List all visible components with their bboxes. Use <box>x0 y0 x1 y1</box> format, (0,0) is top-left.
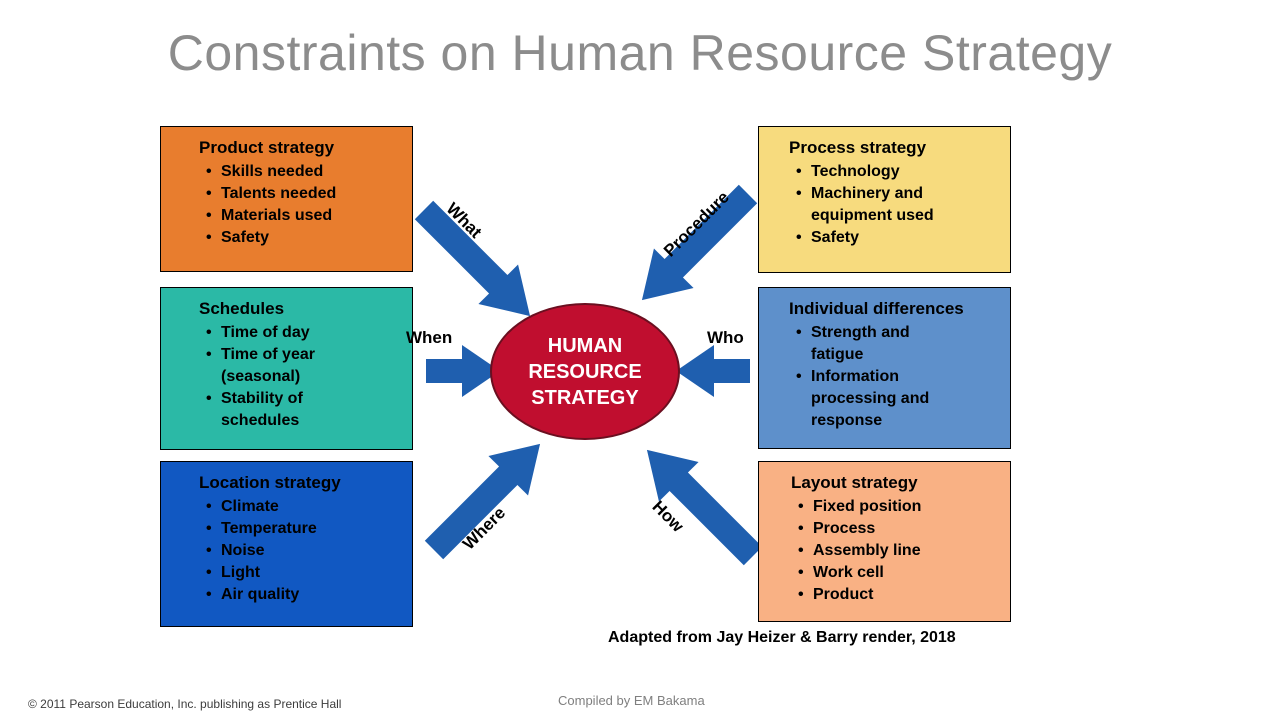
bullet-item: Safety <box>794 227 944 249</box>
bullet-item: Safety <box>204 227 404 249</box>
bullet-list: Climate Temperature Noise Light Air qual… <box>199 496 404 606</box>
footer-copyright: © 2011 Pearson Education, Inc. publishin… <box>28 697 342 711</box>
arrow-label-when: When <box>406 328 453 347</box>
bullet-list: Time of day Time of year (seasonal) Stab… <box>199 322 404 432</box>
bullet-item: Information processing and response <box>794 366 932 432</box>
box-location-strategy: Location strategy Climate Temperature No… <box>160 461 413 627</box>
arrow-label-what: What <box>442 199 486 242</box>
arrow-how-icon <box>646 449 763 566</box>
center-ellipse: HUMAN RESOURCE STRATEGY <box>490 303 680 440</box>
box-title: Process strategy <box>789 138 927 157</box>
box-title: Location strategy <box>199 473 341 492</box>
bullet-list: Fixed position Process Assembly line Wor… <box>791 496 1002 606</box>
center-line: RESOURCE <box>528 360 642 383</box>
box-layout-strategy: Layout strategy Fixed position Process A… <box>758 461 1011 622</box>
bullet-item: Skills needed <box>204 161 404 183</box>
bullet-list: Skills needed Talents needed Materials u… <box>199 161 404 249</box>
box-title: Layout strategy <box>791 473 918 492</box>
bullet-item: Light <box>204 562 404 584</box>
arrow-label-where: Where <box>459 503 510 554</box>
center-line: STRATEGY <box>531 386 639 409</box>
bullet-item: Climate <box>204 496 404 518</box>
slide-title: Constraints on Human Resource Strategy <box>167 25 1113 81</box>
arrow-label-procedure: Procedure <box>660 187 733 261</box>
bullet-list: Strength and fatigue Information process… <box>789 322 1002 432</box>
center-title: HUMAN RESOURCE STRATEGY <box>528 333 641 411</box>
box-title: Individual differences <box>789 299 964 318</box>
bullet-item: Time of year (seasonal) <box>204 344 356 388</box>
bullet-list: Technology Machinery and equipment used … <box>789 161 1002 249</box>
center-line: HUMAN <box>547 334 623 357</box>
box-process-strategy: Process strategy Technology Machinery an… <box>758 126 1011 273</box>
bullet-item: Product <box>796 584 1002 606</box>
attribution-text: Adapted from Jay Heizer & Barry render, … <box>608 629 956 646</box>
footer-credit: Compiled by EM Bakama <box>558 693 705 708</box>
arrow-who-icon <box>676 345 750 397</box>
bullet-item: Technology <box>794 161 944 183</box>
bullet-item: Work cell <box>796 562 1002 584</box>
bullet-item: Air quality <box>204 584 404 606</box>
bullet-item: Noise <box>204 540 404 562</box>
bullet-item: Fixed position <box>796 496 1002 518</box>
bullet-item: Strength and fatigue <box>794 322 932 366</box>
arrow-procedure-icon <box>641 184 758 301</box>
box-schedules: Schedules Time of day Time of year (seas… <box>160 287 413 450</box>
arrow-label-who: Who <box>707 328 744 347</box>
arrow-what-icon <box>414 200 531 317</box>
box-individual-differences: Individual differences Strength and fati… <box>758 287 1011 449</box>
bullet-item: Stability of schedules <box>204 388 356 432</box>
bullet-item: Time of day <box>204 322 356 344</box>
arrow-label-how: How <box>648 497 688 536</box>
box-title: Product strategy <box>199 138 335 157</box>
arrow-when-icon <box>426 345 500 397</box>
bullet-item: Temperature <box>204 518 404 540</box>
bullet-item: Process <box>796 518 1002 540</box>
bullet-item: Materials used <box>204 205 404 227</box>
box-product-strategy: Product strategy Skills needed Talents n… <box>160 126 413 272</box>
bullet-item: Talents needed <box>204 183 404 205</box>
box-title: Schedules <box>199 299 285 318</box>
bullet-item: Machinery and equipment used <box>794 183 944 227</box>
arrow-where-icon <box>424 443 541 560</box>
bullet-item: Assembly line <box>796 540 1002 562</box>
